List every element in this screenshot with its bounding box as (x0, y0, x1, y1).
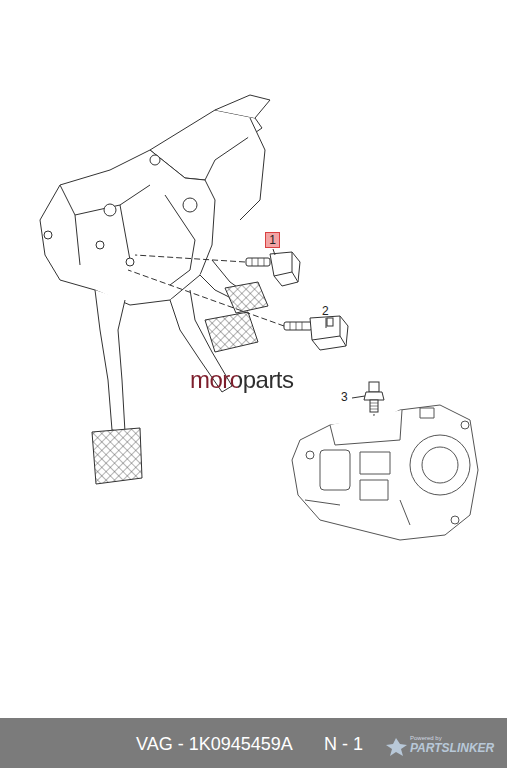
assembly-line (128, 270, 284, 326)
brand-logo: PARTSLINKER (410, 742, 494, 755)
quantity: N - 1 (324, 735, 363, 755)
callout-number: 1 (269, 234, 276, 246)
watermark: moroparts (190, 367, 294, 393)
partslinker-logo-mark (386, 738, 407, 756)
leader-line (352, 396, 365, 398)
callout-number: 2 (322, 305, 329, 318)
leader-line (326, 318, 327, 328)
leader-line (273, 249, 275, 255)
assembly-line (135, 255, 245, 262)
sensor-3 (364, 382, 384, 412)
powered-by: Powered by (410, 735, 442, 742)
callout-box: 1 (265, 232, 280, 248)
switch-1 (246, 252, 300, 286)
footer-bar (0, 718, 507, 768)
callout-number: 3 (341, 391, 348, 404)
brake-pad (205, 312, 258, 352)
part-number: VAG - 1K0945459A (136, 735, 293, 755)
clutch-pad (92, 428, 142, 484)
gearbox-housing (292, 405, 478, 540)
switch-2 (284, 316, 348, 350)
accelerator-pad (225, 282, 268, 313)
